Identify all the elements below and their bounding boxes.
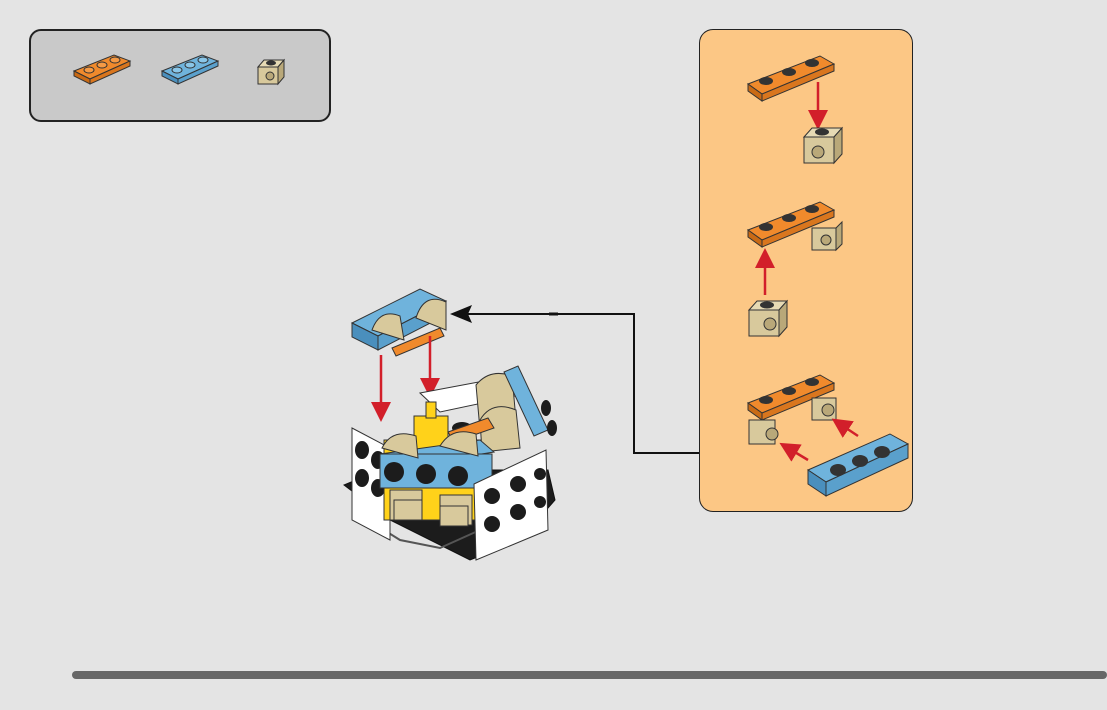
blue-plate-icon <box>162 55 218 84</box>
page-progress-bar <box>72 671 1107 679</box>
main-model <box>344 366 557 560</box>
orange-plate-icon <box>74 55 130 84</box>
tan-bracket-icon <box>258 60 284 84</box>
